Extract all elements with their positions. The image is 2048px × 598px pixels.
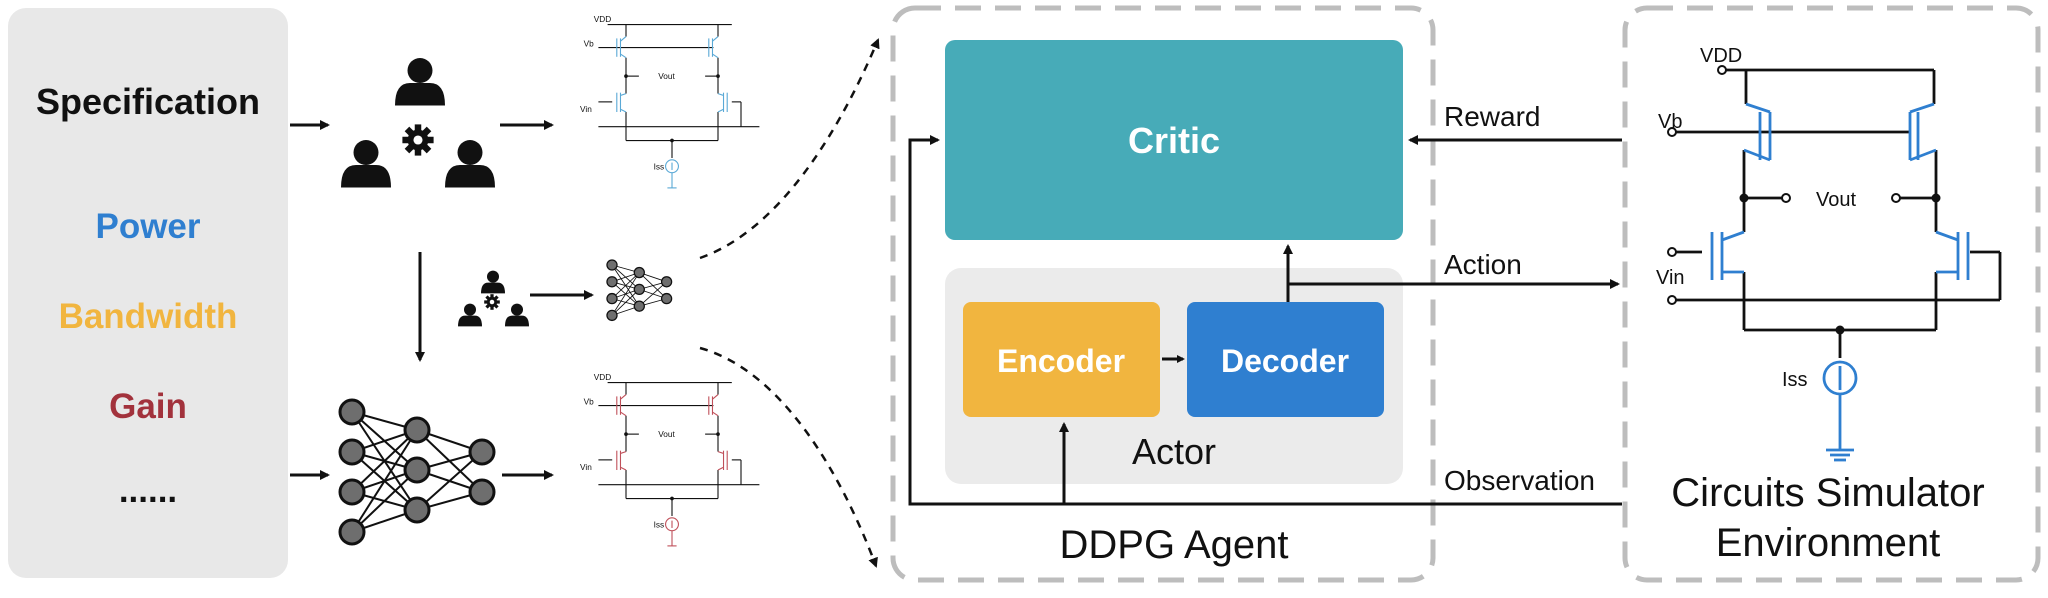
- neural-network-icon: [338, 398, 496, 546]
- environment-label-line2: Environment: [1716, 521, 1941, 565]
- action-label: Action: [1444, 249, 1522, 280]
- circuit-vout-label: Vout: [658, 72, 675, 81]
- circuit-vdd-label: VDD: [594, 373, 611, 382]
- circuit-vin-label: Vin: [580, 105, 592, 114]
- ddpg-agent-label: DDPG Agent: [1059, 523, 1288, 567]
- people-gear-icon: [458, 270, 529, 327]
- observation-arrow: [908, 135, 1622, 506]
- decoder-label: Decoder: [1221, 343, 1349, 379]
- spec-item-gain: Gain: [109, 387, 187, 426]
- circuit-iss-label: Iss: [654, 163, 665, 172]
- circuit-schematic-red: VDD Vb Vout Vin Iss: [580, 373, 760, 547]
- critic-label: Critic: [1128, 120, 1220, 161]
- circuit-vout-label: Vout: [658, 430, 675, 439]
- specification-panel: Specification Power Bandwidth Gain .....…: [8, 8, 288, 578]
- observation-label: Observation: [1444, 465, 1595, 496]
- environment-label-line1: Circuits Simulator: [1671, 471, 1984, 515]
- spec-item-more: ......: [119, 471, 177, 510]
- reward-label: Reward: [1444, 101, 1540, 132]
- encoder-label: Encoder: [997, 343, 1125, 379]
- ddpg-agent-box: Critic Encoder Decoder Actor DDPG Agent: [890, 5, 1436, 583]
- environment-box: Circuits Simulator Environment: [1622, 5, 2041, 583]
- env-vdd-label: VDD: [1700, 45, 1742, 67]
- spec-item-bandwidth: Bandwidth: [59, 297, 238, 336]
- circuit-vb-label: Vb: [584, 398, 595, 407]
- neural-network-icon: [606, 259, 673, 322]
- environment-circuit-schematic: VDD Vb Vout Vin Iss: [1656, 45, 2002, 462]
- actor-label: Actor: [1132, 431, 1216, 472]
- env-vb-label: Vb: [1658, 111, 1682, 133]
- circuit-schematic-blue: VDD Vb Vout Vin Iss: [580, 15, 760, 189]
- decoder-block: [1187, 302, 1384, 417]
- spec-item-power: Power: [95, 207, 200, 246]
- circuit-vin-label: Vin: [580, 463, 592, 472]
- critic-block: [945, 40, 1403, 240]
- people-gear-icon: [341, 58, 495, 188]
- env-vout-label: Vout: [1816, 189, 1856, 211]
- circuit-vdd-label: VDD: [594, 15, 611, 24]
- circuit-iss-label: Iss: [654, 521, 665, 530]
- env-vin-label: Vin: [1656, 267, 1685, 289]
- dashed-arrow-down: [699, 346, 878, 568]
- specification-title: Specification: [36, 81, 260, 122]
- encoder-block: [963, 302, 1160, 417]
- dashed-arrow-up: [699, 38, 880, 260]
- circuit-vb-label: Vb: [584, 40, 595, 49]
- env-iss-label: Iss: [1782, 369, 1808, 391]
